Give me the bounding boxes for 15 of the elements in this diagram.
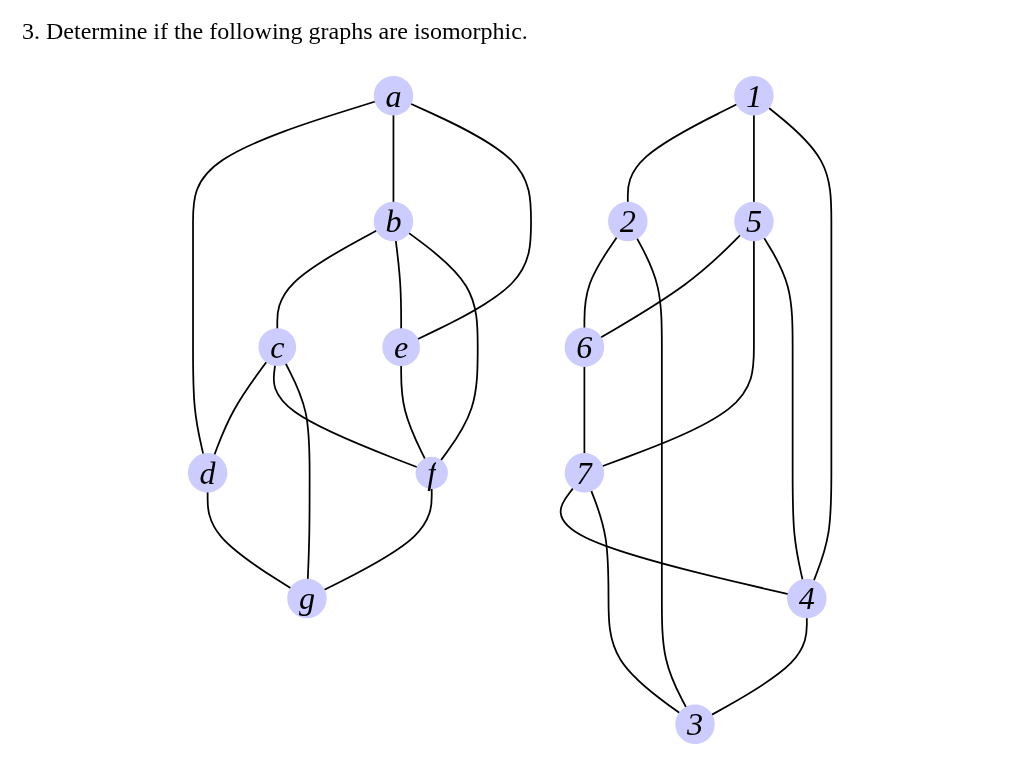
- vertex-circle: g: [287, 578, 327, 619]
- vertex-circle: c: [258, 328, 297, 366]
- vertex-circle: 7: [564, 453, 605, 493]
- vertex-circle: 6: [564, 327, 605, 367]
- vertex-circle: a: [373, 76, 414, 116]
- vertex-circle: f: [415, 454, 448, 492]
- vertex-circle: 3: [675, 704, 715, 744]
- title: 3. Determine if the following graphs are isomorphic.: [22, 18, 528, 45]
- vertex-circle: 2: [608, 201, 648, 242]
- vertex-circle: 1: [734, 76, 774, 116]
- vertex-circle: d: [187, 453, 228, 493]
- vertex-circle: b: [373, 201, 414, 242]
- vertex-circle: 5: [734, 201, 774, 242]
- vertex-circle: e: [382, 328, 420, 366]
- vertex-circle: 4: [787, 578, 827, 619]
